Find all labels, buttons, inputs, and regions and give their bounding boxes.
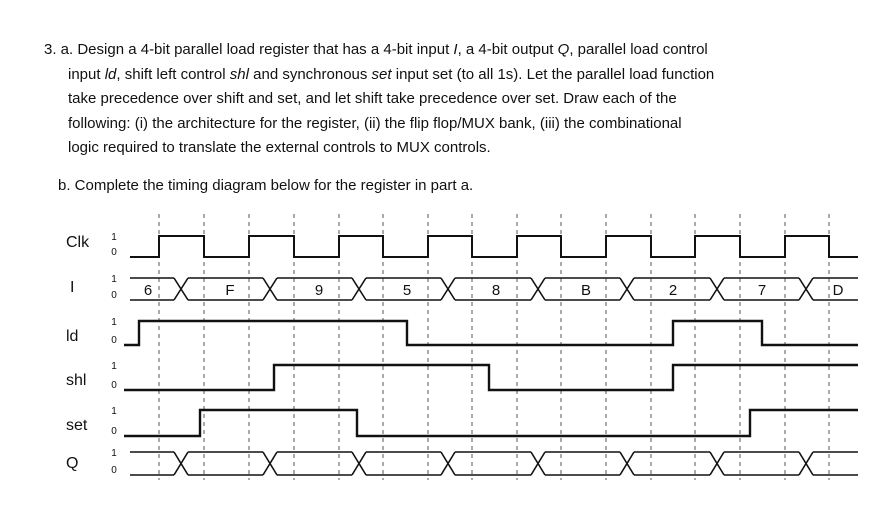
input-bus-value: B bbox=[581, 282, 591, 299]
input-bus-value: 7 bbox=[758, 282, 766, 299]
input-bus-value: D bbox=[833, 282, 844, 299]
shl-waveform bbox=[124, 363, 858, 392]
signal-label-clk: Clk bbox=[66, 234, 90, 251]
input-bus-cross-5 bbox=[619, 277, 635, 301]
part-a-line-3: take precedence over shift and set, and … bbox=[68, 90, 677, 107]
signal-label-set: set bbox=[66, 417, 88, 434]
part-a-line-4: following: (i) the architecture for the … bbox=[68, 114, 682, 132]
level-1-label: 1 bbox=[111, 274, 117, 285]
level-0-label: 0 bbox=[111, 247, 117, 258]
clk-waveform bbox=[130, 235, 858, 258]
signal-label-ld: ld bbox=[66, 328, 78, 345]
input-bus-value: 9 bbox=[315, 282, 323, 299]
output-bus-cross-6 bbox=[709, 451, 725, 476]
input-bus-cross-0 bbox=[173, 277, 189, 301]
output-bus-cross-7 bbox=[798, 451, 814, 476]
timing-gridlines bbox=[158, 214, 830, 480]
output-bus-cross-5 bbox=[619, 451, 635, 476]
input-bus-value: 8 bbox=[492, 282, 500, 299]
level-1-label: 1 bbox=[111, 232, 117, 243]
level-0-label: 0 bbox=[111, 465, 117, 476]
signal-label-i: I bbox=[70, 279, 74, 296]
output-bus-cross-3 bbox=[440, 451, 456, 476]
level-1-label: 1 bbox=[111, 317, 117, 328]
level-1-label: 1 bbox=[111, 448, 117, 459]
level-0-label: 0 bbox=[111, 426, 117, 437]
question-part-a: 3. a. Design a 4-bit parallel load regis… bbox=[44, 38, 844, 161]
signal-waveforms: 6 F 9 5 8 B 2 7 D bbox=[124, 235, 858, 476]
input-bus-cross-1 bbox=[262, 277, 278, 301]
level-0-label: 0 bbox=[111, 380, 117, 391]
input-bus-cross-2 bbox=[351, 277, 367, 301]
part-a-line-5: logic required to translate the external… bbox=[68, 139, 491, 156]
input-bus-value: F bbox=[225, 282, 234, 299]
input-bus-value: 6 bbox=[144, 282, 152, 299]
input-bus-cross-7 bbox=[798, 277, 814, 301]
part-a-line-2: input ld, shift left control shl and syn… bbox=[68, 65, 715, 83]
signal-label-q: Q bbox=[66, 455, 78, 472]
input-bus-cross-3 bbox=[440, 277, 456, 301]
input-bus-cross-6 bbox=[709, 277, 725, 301]
output-bus-cross-0 bbox=[173, 451, 189, 476]
part-a-line-1: 3. a. Design a 4-bit parallel load regis… bbox=[44, 41, 708, 58]
level-0-label: 0 bbox=[111, 335, 117, 346]
input-bus-cross-4 bbox=[530, 277, 546, 301]
level-1-label: 1 bbox=[111, 406, 117, 417]
input-bus-value: 5 bbox=[403, 282, 411, 299]
level-1-label: 1 bbox=[111, 361, 117, 372]
output-bus-cross-1 bbox=[262, 451, 278, 476]
input-bus-value: 2 bbox=[669, 282, 677, 299]
output-bus-cross-4 bbox=[530, 451, 546, 476]
signal-label-shl: shl bbox=[66, 372, 86, 389]
question-part-b: b. Complete the timing diagram below for… bbox=[58, 177, 474, 194]
set-waveform bbox=[124, 408, 858, 438]
ld-waveform bbox=[124, 319, 858, 347]
output-bus-cross-2 bbox=[351, 451, 367, 476]
level-0-label: 0 bbox=[111, 290, 117, 301]
